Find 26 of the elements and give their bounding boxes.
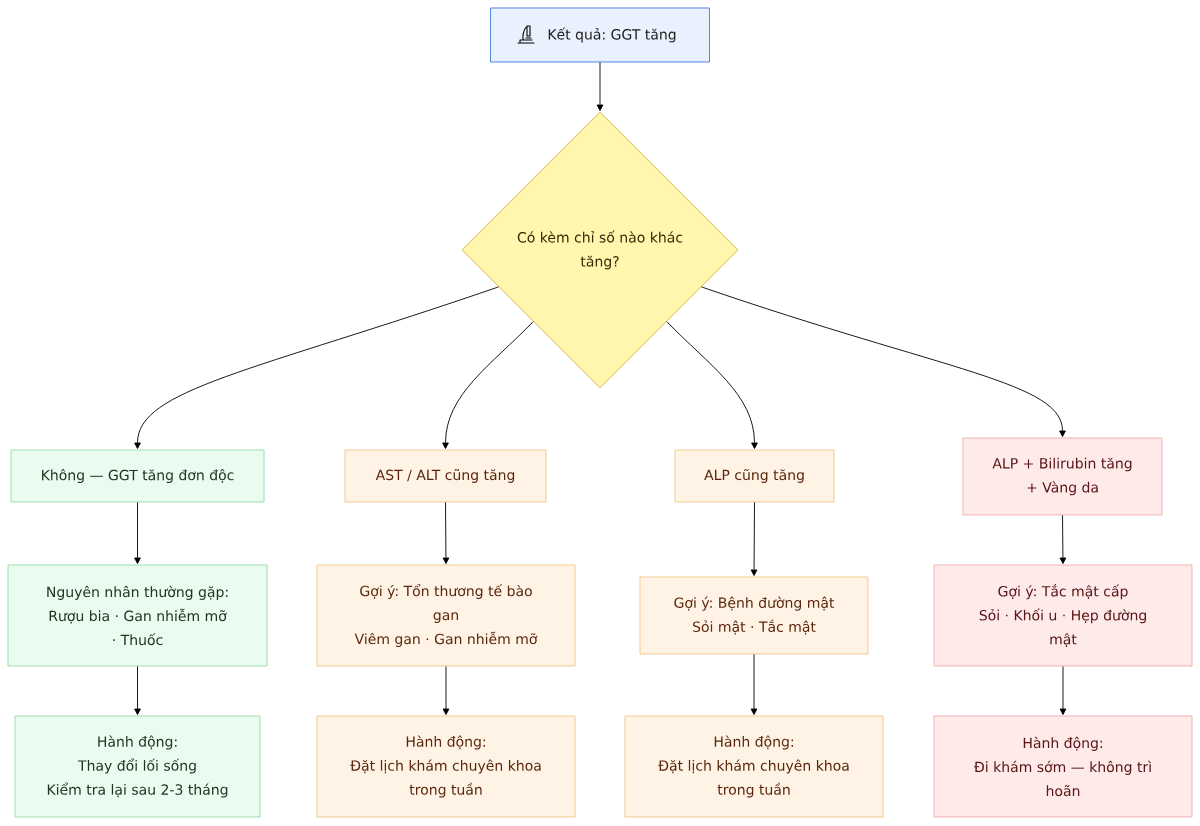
arrow bbox=[1059, 666, 1067, 715]
arrow bbox=[134, 666, 141, 715]
process-box: Hành động: Đặt lịch khám chuyên khoa trong tuần bbox=[624, 715, 884, 818]
arrow bbox=[596, 62, 604, 111]
arrow bbox=[750, 502, 758, 576]
process-box: Kết quả: GGT tăng bbox=[490, 7, 710, 63]
process-box: Hành động: Đi khám sớm — không trì hoãn bbox=[933, 715, 1193, 818]
process-box: Không — GGT tăng đơn độc bbox=[10, 449, 265, 503]
arrow bbox=[442, 666, 450, 715]
process-box: ALP + Bilirubin tăng + Vàng da bbox=[962, 437, 1163, 516]
arrow bbox=[701, 286, 1066, 437]
arrow bbox=[134, 502, 141, 564]
process-box: ALP cũng tăng bbox=[674, 449, 835, 503]
arrow bbox=[666, 321, 758, 449]
arrow bbox=[442, 502, 450, 564]
arrow bbox=[134, 286, 499, 449]
process-box: Gợi ý: Tổn thương tế bào gan Viêm gan · Gan nhiễm mỡ bbox=[316, 564, 576, 667]
process-box: Gợi ý: Bệnh đường mật Sỏi mật · Tắc mật bbox=[639, 576, 869, 655]
arrow bbox=[750, 654, 758, 715]
process-box: Nguyên nhân thường gặp: Rượu bia · Gan nhiễm mỡ · Thuốc bbox=[7, 564, 268, 667]
process-box: Hành động: Đặt lịch khám chuyên khoa trong tuần bbox=[316, 715, 576, 818]
arrow bbox=[442, 321, 534, 449]
arrow bbox=[1059, 515, 1067, 564]
process-box: Gợi ý: Tắc mật cấp Sỏi · Khối u · Hẹp đường mật bbox=[933, 564, 1193, 667]
process-box: AST / ALT cũng tăng bbox=[344, 449, 547, 503]
process-box: Hành động: Thay đổi lối sống Kiểm tra lại sau 2-3 tháng bbox=[14, 715, 261, 818]
